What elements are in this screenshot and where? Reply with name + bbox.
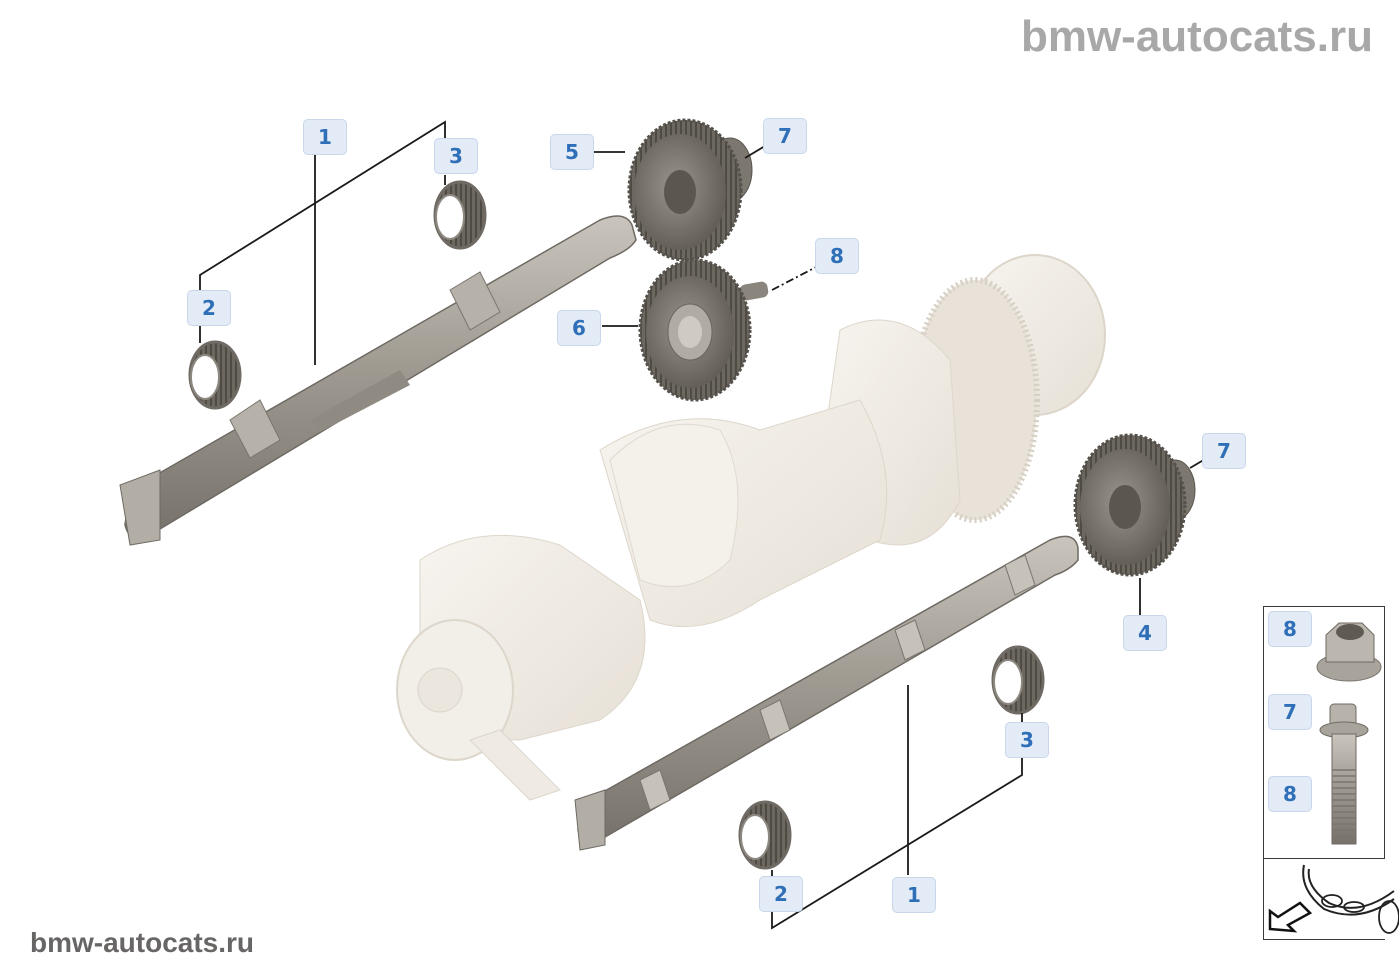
callout-8[interactable]: 8 xyxy=(815,238,859,274)
callout-5[interactable]: 5 xyxy=(550,134,594,170)
gear-4 xyxy=(1073,433,1196,577)
callout-7-top[interactable]: 7 xyxy=(763,118,807,154)
callout-6[interactable]: 6 xyxy=(557,310,601,346)
callout-7-right[interactable]: 7 xyxy=(1202,433,1246,469)
callout-1-top[interactable]: 1 xyxy=(303,119,347,155)
side-panel-bolt[interactable]: 7 8 xyxy=(1263,690,1385,860)
watermark-top: bmw-autocats.ru xyxy=(1020,12,1373,61)
callout-3-top[interactable]: 3 xyxy=(434,138,478,174)
balance-shaft-upper xyxy=(119,215,637,546)
watermark-bottom: bmw-autocats.ru xyxy=(30,927,255,958)
callout-3-bottom[interactable]: 3 xyxy=(1005,722,1049,758)
gear-6 xyxy=(638,258,769,402)
needle-bearing-bottom-2 xyxy=(738,800,792,870)
leader-lines xyxy=(199,120,1208,930)
crankshaft-ghost xyxy=(396,254,1106,801)
side-callout-8[interactable]: 8 xyxy=(1268,611,1312,647)
side-panel-nut[interactable]: 8 xyxy=(1263,606,1385,692)
side-callout-8-bolt[interactable]: 8 xyxy=(1268,776,1312,812)
needle-bearing-bottom-3 xyxy=(991,645,1045,715)
vehicle-front-orientation-icon xyxy=(1268,864,1399,934)
callout-1-bottom[interactable]: 1 xyxy=(892,877,936,913)
callout-2-top[interactable]: 2 xyxy=(187,290,231,326)
balance-shaft-lower xyxy=(574,535,1079,851)
flange-nut-icon xyxy=(1316,622,1382,682)
flange-bolt-icon xyxy=(1319,703,1369,845)
side-callout-7[interactable]: 7 xyxy=(1268,694,1312,730)
needle-bearing-top-2 xyxy=(188,340,242,410)
gear-5 xyxy=(627,118,753,262)
callout-4[interactable]: 4 xyxy=(1123,615,1167,651)
side-panel-orientation xyxy=(1263,858,1399,940)
needle-bearing-top-3 xyxy=(433,180,487,250)
callout-2-bottom[interactable]: 2 xyxy=(759,876,803,912)
